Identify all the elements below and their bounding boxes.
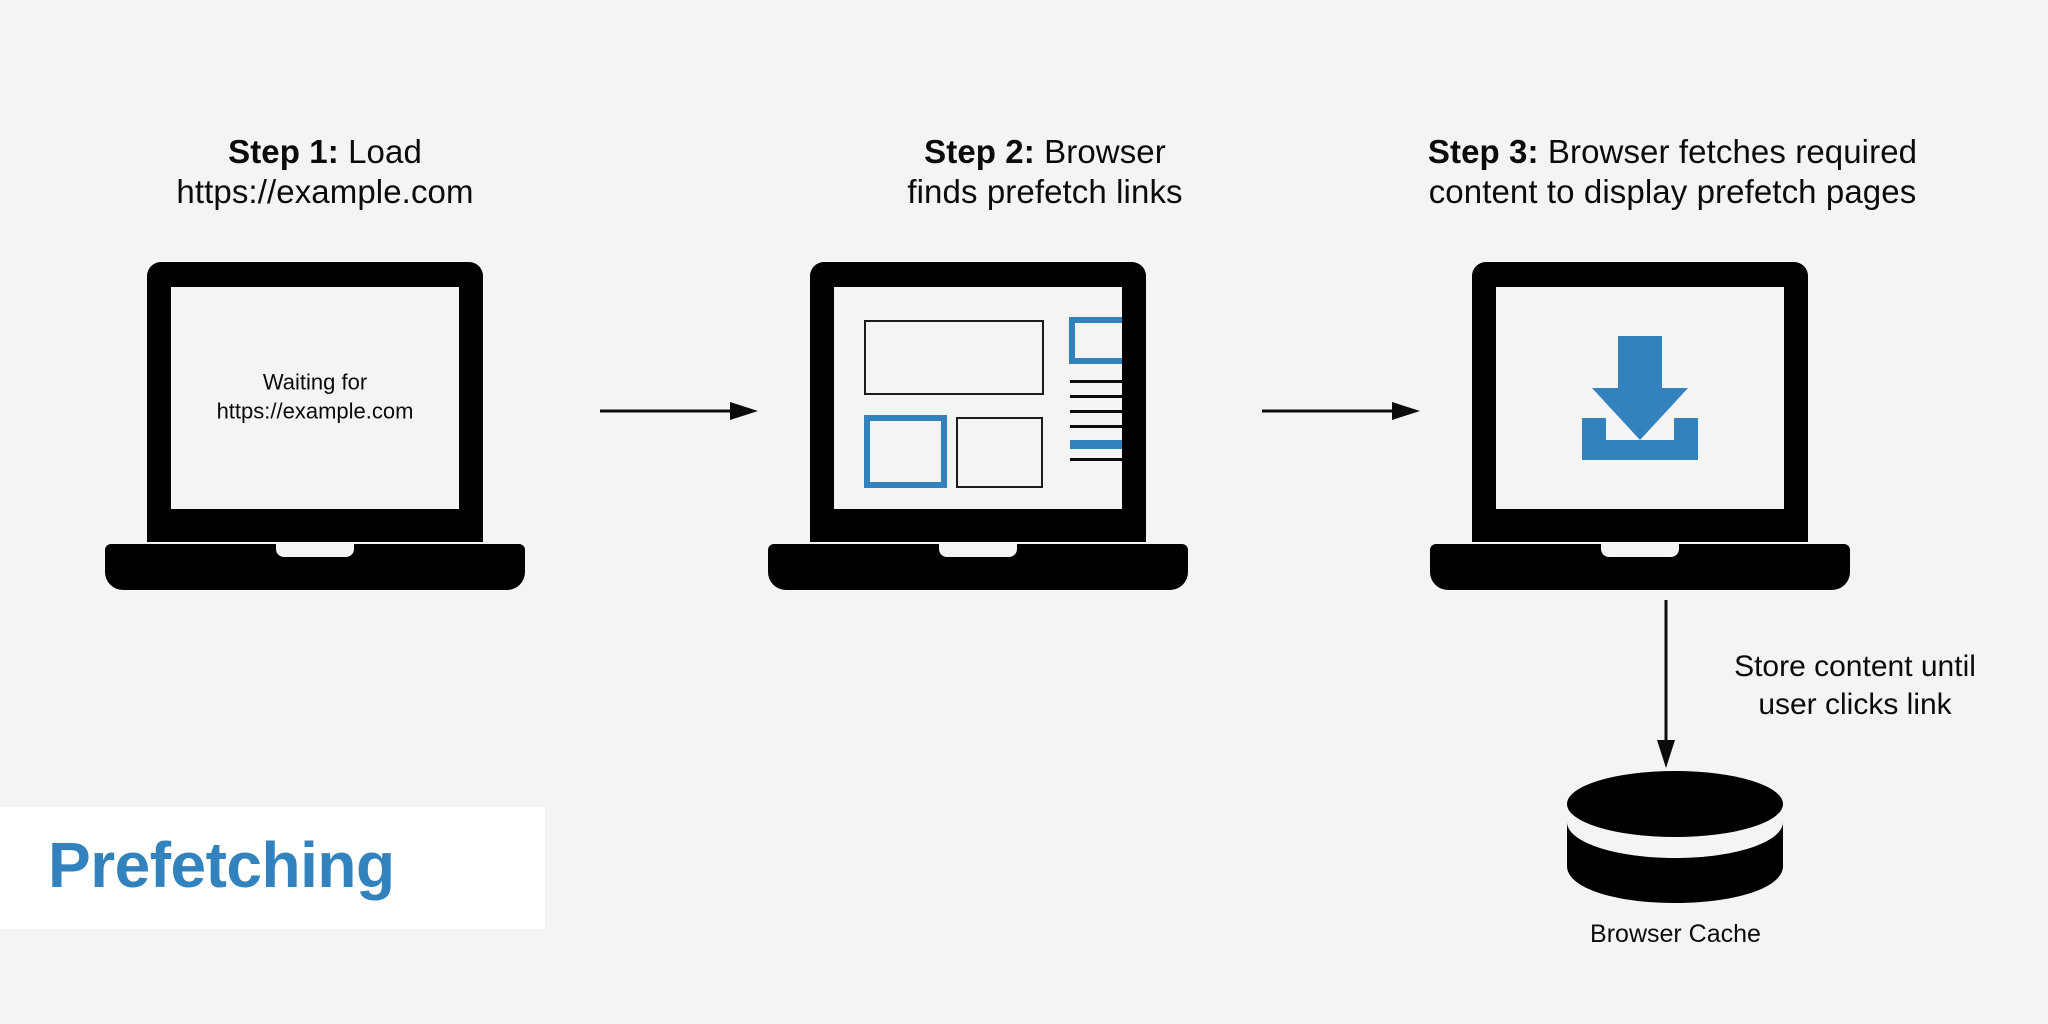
laptop-lid: Waiting for https://example.com	[147, 262, 483, 542]
browser-cache-node: Browser Cache	[1563, 770, 1788, 960]
wireframe-text-line	[1070, 410, 1122, 413]
laptop-step-3	[1430, 262, 1850, 592]
arrow-step1-to-step2	[600, 400, 760, 422]
step-2-label: Step 2:	[924, 133, 1035, 170]
title-band: Prefetching	[0, 807, 545, 929]
step-2-caption: Step 2: Browser finds prefetch links	[810, 132, 1280, 213]
laptop-trackpad-notch	[939, 544, 1017, 557]
step-2-text-line2: finds prefetch links	[907, 173, 1183, 211]
laptop-screen-step-3	[1496, 287, 1784, 509]
laptop-screen-step-1: Waiting for https://example.com	[171, 287, 459, 509]
arrow-right-icon	[600, 402, 758, 420]
laptop-lid	[810, 262, 1146, 542]
step-2-text: Browser	[1034, 133, 1166, 170]
store-note-line1: Store content until	[1734, 650, 1976, 683]
step-1-text: Load	[338, 133, 422, 170]
arrow-down-icon	[1657, 600, 1675, 768]
laptop-screen-step-2	[834, 287, 1122, 509]
laptop-lid	[1472, 262, 1808, 542]
laptop-base	[105, 544, 525, 590]
wireframe-thumbnail-block	[1069, 317, 1122, 364]
laptop-step-2	[768, 262, 1188, 592]
step-3-text-line2: content to display prefetch pages	[1428, 173, 1917, 211]
wireframe-text-line	[1070, 458, 1122, 461]
store-content-note: Store content until user clicks link	[1690, 648, 2020, 724]
step-1-caption: Step 1: Load https://example.com	[90, 132, 560, 213]
screen-waiting-text: Waiting for https://example.com	[171, 367, 459, 426]
download-icon	[1582, 336, 1698, 460]
wireframe-text-line	[1070, 395, 1122, 398]
wireframe-text-line	[1070, 380, 1122, 383]
step-3-label: Step 3:	[1427, 133, 1539, 170]
wireframe-card-block-right	[956, 417, 1043, 488]
screen-waiting-line2: https://example.com	[216, 398, 414, 424]
wireframe-text-lines	[1070, 380, 1122, 461]
wireframe-card-block-left	[864, 415, 947, 488]
wireframe-hero-block	[864, 320, 1044, 395]
laptop-base	[768, 544, 1188, 590]
database-cylinder-icon	[1567, 771, 1783, 903]
step-3-caption: Step 3: Browser fetches required content…	[1375, 132, 1970, 213]
store-note-line2: user clicks link	[1758, 687, 1952, 721]
laptop-step-1: Waiting for https://example.com	[105, 262, 525, 592]
arrow-right-icon	[1262, 402, 1420, 420]
wireframe-text-line-highlighted	[1070, 440, 1122, 449]
arrow-step2-to-step3	[1262, 400, 1422, 422]
laptop-trackpad-notch	[1601, 544, 1679, 557]
arrow-to-browser-cache	[1655, 600, 1677, 770]
laptop-base	[1430, 544, 1850, 590]
laptop-trackpad-notch	[276, 544, 354, 557]
page-title: Prefetching	[48, 829, 395, 902]
wireframe-text-line	[1070, 425, 1122, 428]
step-1-text-line2: https://example.com	[176, 173, 474, 211]
step-1-label: Step 1:	[228, 133, 339, 170]
step-3-text: Browser fetches required	[1538, 133, 1918, 170]
browser-cache-label: Browser Cache	[1590, 920, 1761, 948]
screen-waiting-line1: Waiting for	[262, 369, 368, 395]
